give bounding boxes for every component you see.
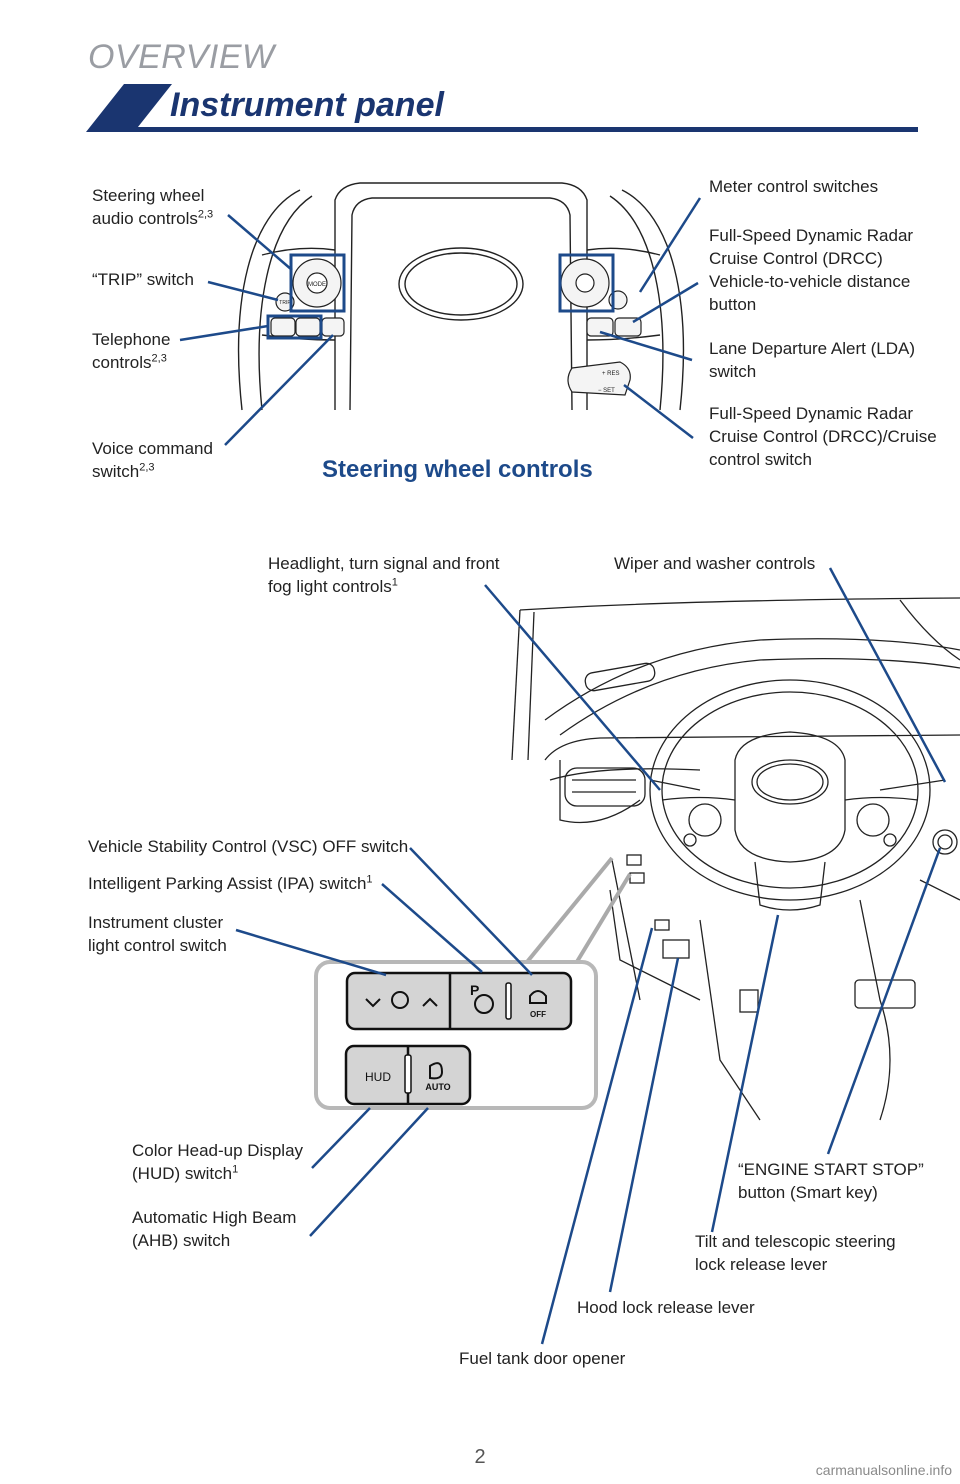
instrument-panel-diagram: P OFF HUD AUTO	[235, 567, 960, 1345]
callout-ahb: Automatic High Beam (AHB) switch	[132, 1208, 297, 1250]
callout-drcc-cruise: Full-Speed Dynamic Radar Cruise Control …	[709, 404, 937, 469]
callout-lda-switch: Lane Departure Alert (LDA) switch	[709, 339, 915, 381]
callout-ipa: Intelligent Parking Assist (IPA) switch1	[88, 873, 373, 893]
section-label: OVERVIEW	[88, 38, 275, 76]
callout-meter-control: Meter control switches	[709, 177, 879, 196]
page-number: 2	[474, 1446, 486, 1468]
callout-telephone-controls: Telephone controls2,3	[92, 330, 171, 372]
res-label: + RES	[602, 371, 620, 377]
callout-vsc-off: Vehicle Stability Control (VSC) OFF swit…	[88, 837, 409, 856]
callout-wiper: Wiper and washer controls	[614, 554, 816, 573]
page-title: Instrument panel	[170, 86, 444, 124]
watermark: carmanualsonline.info	[815, 1462, 952, 1478]
callout-hud: Color Head-up Display (HUD) switch1	[132, 1141, 304, 1183]
callout-tilt-lever: Tilt and telescopic steering lock releas…	[695, 1232, 896, 1274]
trip-label: TRIP	[279, 300, 291, 306]
hud-switch-label: HUD	[365, 1070, 391, 1084]
callout-drcc-distance: Full-Speed Dynamic Radar Cruise Control …	[709, 226, 914, 314]
vsc-off-label: OFF	[530, 1010, 546, 1019]
callout-headlight: Headlight, turn signal and front fog lig…	[268, 554, 500, 596]
callout-audio-controls: Steering wheel audio controls2,3	[92, 186, 214, 228]
mode-label: MODE	[308, 282, 326, 288]
steering-wheel-caption: Steering wheel controls	[322, 456, 593, 483]
callout-hood-lever: Hood lock release lever	[577, 1298, 755, 1317]
callout-voice-command: Voice command switch2,3	[92, 439, 213, 481]
set-label: − SET	[598, 388, 615, 394]
callout-fuel-door: Fuel tank door opener	[459, 1349, 626, 1368]
auto-switch-label: AUTO	[425, 1082, 450, 1092]
steering-wheel-diagram: MODE TRIP + RES − SET	[179, 182, 702, 446]
title-bar	[86, 84, 918, 132]
callout-trip-switch: “TRIP” switch	[92, 270, 194, 289]
parking-switch-label: P	[470, 982, 479, 998]
callout-engine-start: “ENGINE START STOP” button (Smart key)	[738, 1160, 924, 1202]
callout-cluster-light: Instrument cluster light control switch	[88, 913, 227, 955]
